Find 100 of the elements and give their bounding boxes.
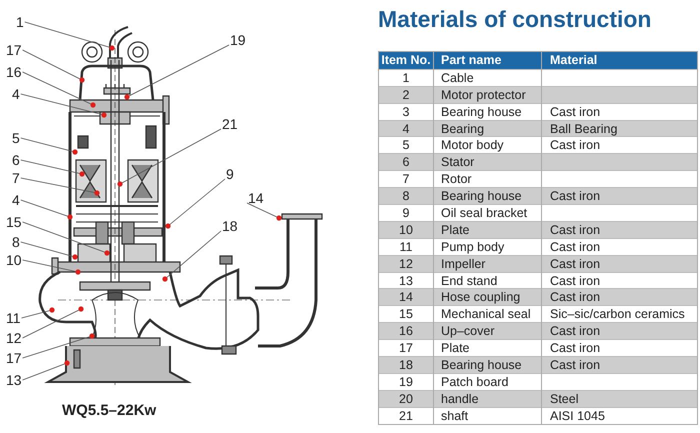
- item-number: 14: [398, 289, 414, 306]
- part-name: Pump body: [441, 238, 504, 255]
- item-number: 9: [402, 205, 410, 221]
- column-header: Material: [550, 52, 598, 69]
- leader-line: [162, 230, 222, 282]
- callout-number: 4: [12, 192, 20, 208]
- item-number: 3: [402, 104, 410, 120]
- material-name: Cast iron: [550, 222, 600, 238]
- callout-number: 8: [12, 234, 20, 250]
- part-name: handle: [441, 390, 479, 407]
- callout-number: 14: [248, 190, 264, 206]
- part-name: Impeller: [441, 256, 486, 272]
- part-name: Stator: [441, 154, 474, 170]
- item-number: 6: [402, 154, 410, 170]
- item-number: 7: [402, 171, 410, 188]
- part-name: Bearing house: [441, 188, 522, 204]
- material-name: Cast iron: [550, 272, 600, 288]
- leader-line: [22, 72, 96, 108]
- leader-line: [22, 50, 85, 83]
- item-number: 21: [398, 408, 414, 424]
- leader-line: [20, 138, 78, 155]
- callout-number: 21: [222, 116, 238, 132]
- item-number: 10: [398, 222, 414, 238]
- leader-line: [22, 222, 110, 256]
- item-number: 8: [402, 188, 410, 204]
- leader-line: [22, 260, 81, 275]
- leader-line: [24, 22, 115, 51]
- part-name: End stand: [441, 272, 498, 288]
- leader-line: [20, 200, 73, 220]
- leader-line: [124, 44, 230, 100]
- callout-number: 9: [226, 166, 234, 182]
- leader-line: [246, 202, 282, 221]
- part-name: Plate: [441, 222, 470, 238]
- material-name: Cast iron: [550, 357, 600, 373]
- part-name: Bearing house: [441, 357, 522, 373]
- part-name: Up–cover: [441, 323, 494, 340]
- callout-number: 13: [6, 372, 22, 388]
- callout-number: 19: [230, 32, 246, 48]
- leader-line: [22, 333, 95, 358]
- item-number: 15: [398, 306, 414, 322]
- material-name: Ball Bearing: [550, 120, 618, 136]
- leader-line: [22, 306, 84, 338]
- item-number: 18: [398, 357, 414, 373]
- material-name: Steel: [550, 390, 578, 407]
- material-name: AISI 1045: [550, 408, 605, 424]
- callout-number: 5: [12, 130, 20, 146]
- part-name: Hose coupling: [441, 289, 520, 306]
- item-number: 5: [402, 137, 410, 154]
- leader-line: [165, 178, 226, 229]
- item-number: 4: [402, 120, 410, 136]
- callout-number: 7: [12, 170, 20, 186]
- material-name: Cast iron: [550, 256, 600, 272]
- leader-line: [20, 178, 100, 196]
- drawing-caption: WQ5.5–22Kw: [62, 402, 156, 419]
- callout-number: 15: [6, 214, 22, 230]
- part-name: Motor protector: [441, 86, 526, 103]
- material-name: Cast iron: [550, 238, 600, 255]
- callout-number: 11: [6, 310, 21, 326]
- item-number: 1: [402, 70, 410, 86]
- callout-number: 18: [222, 218, 238, 234]
- material-name: Cast iron: [550, 340, 600, 356]
- item-number: 17: [398, 340, 414, 356]
- leader-line: [20, 94, 107, 118]
- item-number: 19: [398, 374, 414, 390]
- item-number: 20: [398, 390, 414, 407]
- callout-number: 4: [12, 86, 20, 102]
- leader-line: [21, 307, 55, 318]
- leader-line: [20, 160, 85, 177]
- leader-line: [22, 360, 70, 380]
- callout-number: 16: [6, 64, 22, 80]
- callout-number: 12: [6, 330, 22, 346]
- part-name: Bearing: [441, 120, 484, 136]
- material-name: Cast iron: [550, 137, 600, 154]
- callout-number: 17: [6, 42, 22, 58]
- callout-number: 1: [16, 14, 24, 30]
- part-name: Plate: [441, 340, 470, 356]
- material-name: Sic–sic/carbon ceramics: [550, 306, 685, 322]
- column-header: Item No.: [380, 52, 432, 69]
- part-name: Mechanical seal: [441, 306, 531, 322]
- table-title: Materials of construction: [378, 6, 652, 33]
- material-name: Cast iron: [550, 104, 600, 120]
- material-name: Cast iron: [550, 188, 600, 204]
- item-number: 12: [398, 256, 414, 272]
- part-name: shaft: [441, 408, 468, 424]
- part-name: Patch board: [441, 374, 508, 390]
- callout-number: 6: [12, 152, 20, 168]
- material-name: Cast iron: [550, 289, 600, 306]
- item-number: 11: [398, 238, 414, 255]
- part-name: Oil seal bracket: [441, 205, 528, 221]
- item-number: 2: [402, 86, 410, 103]
- part-name: Cable: [441, 70, 474, 86]
- item-number: 16: [398, 323, 414, 340]
- part-name: Rotor: [441, 171, 472, 188]
- leader-line: [20, 242, 78, 260]
- callout-number: 17: [6, 350, 22, 366]
- item-number: 13: [398, 272, 414, 288]
- callout-number: 10: [6, 252, 22, 268]
- column-header: Part name: [441, 52, 502, 69]
- leader-line: [117, 128, 222, 187]
- part-name: Bearing house: [441, 104, 522, 120]
